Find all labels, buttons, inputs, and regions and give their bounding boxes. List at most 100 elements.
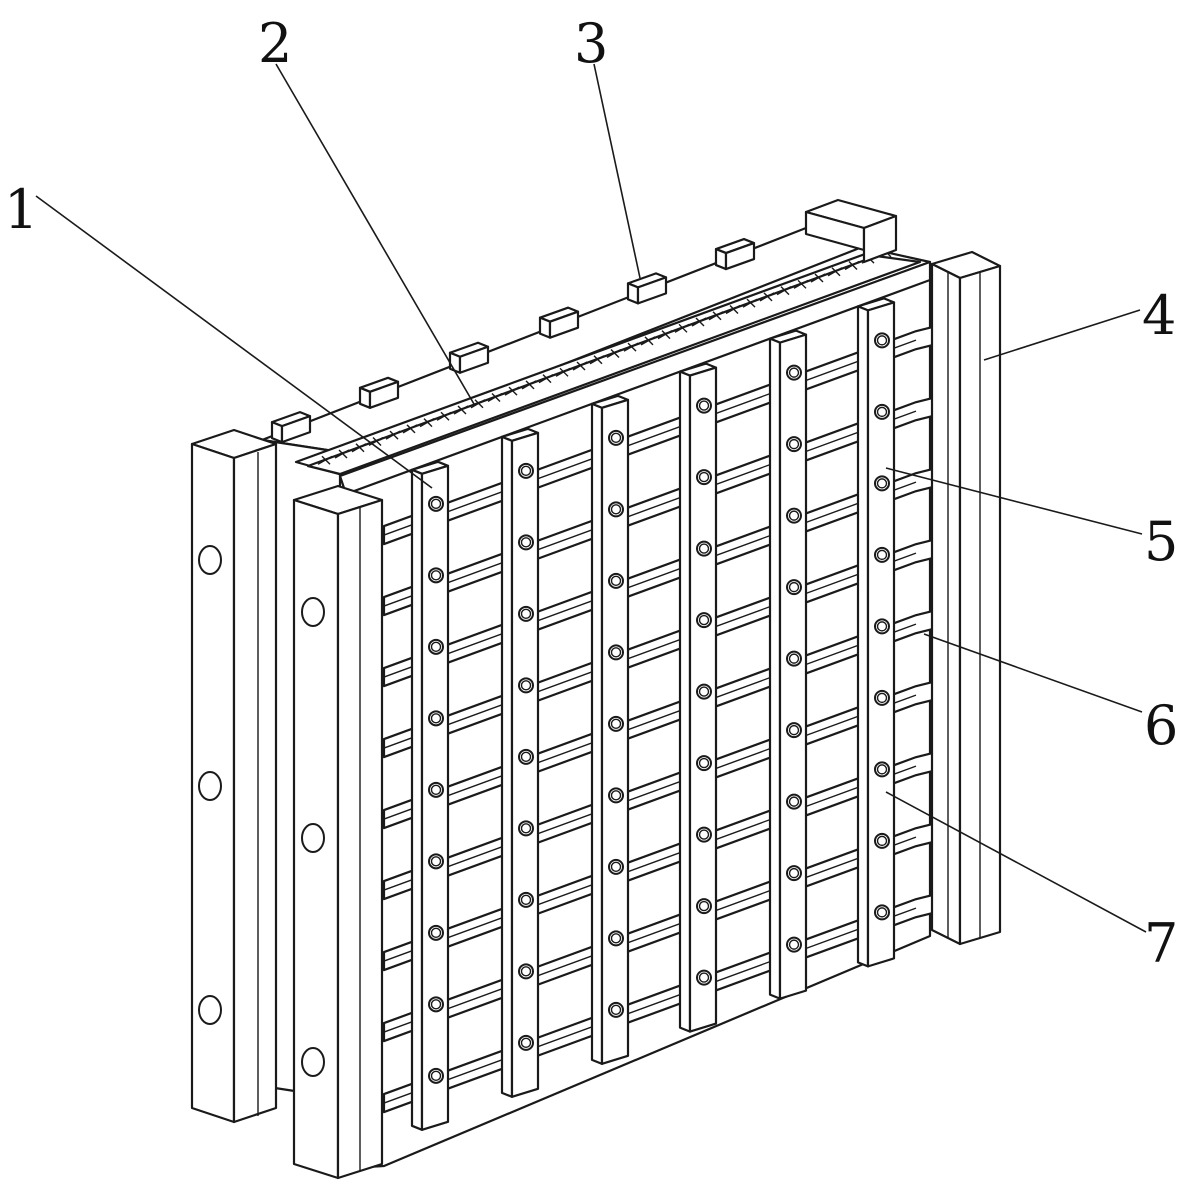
- hatch-stroke: [695, 317, 705, 327]
- hatch-stroke: [317, 455, 333, 465]
- leader-3: [593, 63, 641, 279]
- bolt-hole-inner: [876, 478, 888, 489]
- bolt-hole-inner: [788, 367, 800, 378]
- bolt-hole-inner: [698, 829, 710, 840]
- bolt-hole-inner: [520, 751, 532, 763]
- ref-label-4: 4: [1142, 284, 1176, 347]
- hatch-stroke: [810, 273, 826, 283]
- left-front-beam: [292, 484, 384, 1180]
- bolt-hole-inner: [610, 718, 622, 730]
- right-beam: [930, 250, 1002, 946]
- hatch-stroke: [334, 449, 350, 459]
- bolt-hole-inner: [788, 939, 800, 950]
- bolt-hole-inner: [876, 692, 888, 704]
- leader-lines: [35, 63, 1147, 933]
- hatch-stroke: [661, 330, 671, 340]
- bolt-hole-inner: [610, 504, 622, 515]
- hatch-stroke: [474, 399, 484, 409]
- leader-2: [275, 63, 475, 405]
- bolt-hole-inner: [876, 835, 888, 847]
- vertical-bar: [500, 427, 540, 1098]
- bolt-hole-inner: [520, 608, 532, 620]
- hatch-stroke: [746, 298, 756, 308]
- hatch-stroke: [525, 380, 535, 390]
- bolt-hole-inner: [610, 933, 622, 944]
- ref-label-7: 7: [1144, 912, 1178, 975]
- bolt-hole-inner: [610, 1004, 622, 1016]
- bolt-hole-inner: [430, 856, 442, 867]
- bolt-hole-inner: [430, 570, 442, 581]
- bolt-hole-inner: [610, 647, 622, 658]
- bolt-hole-inner: [520, 537, 532, 548]
- hatch-stroke: [419, 417, 435, 428]
- leader-6: [923, 633, 1143, 713]
- bolt-hole-inner: [876, 621, 888, 632]
- hatch-stroke: [389, 430, 399, 440]
- bolt-hole-inner: [788, 438, 800, 450]
- hatch-stroke: [321, 455, 331, 465]
- hatch-stroke: [763, 292, 773, 302]
- top-tabs: [270, 237, 756, 444]
- hatch-stroke: [691, 317, 707, 327]
- hatch-stroke: [372, 436, 382, 446]
- bolt-hole-inner: [876, 549, 888, 561]
- reference-labels: 1 2 3 4 5 6 7: [4, 12, 1178, 975]
- hatch-stroke: [708, 311, 724, 321]
- hatch-stroke: [827, 267, 843, 277]
- hatch-stroke: [725, 304, 741, 315]
- hatch-stroke: [504, 386, 520, 396]
- hatch-stroke: [487, 392, 503, 403]
- hatch-stroke: [453, 405, 469, 415]
- hatch-stroke: [470, 399, 486, 409]
- bolt-hole-inner: [698, 543, 710, 554]
- top-tab: [358, 376, 400, 409]
- bolt-hole-inner: [520, 1037, 532, 1049]
- bolt-hole-inner: [430, 784, 442, 796]
- bolt-hole-inner: [520, 465, 532, 477]
- vertical-bar: [410, 460, 450, 1131]
- bolt-hole-inner: [430, 999, 442, 1010]
- top-tab: [448, 341, 490, 374]
- hatch-stroke: [555, 367, 571, 377]
- hatch-stroke: [423, 418, 433, 428]
- hatch-stroke: [848, 260, 858, 270]
- hatch-stroke: [640, 336, 656, 346]
- hatch-stroke: [593, 355, 603, 365]
- bolt-hole-inner: [520, 894, 532, 906]
- hatch-stroke: [729, 304, 739, 314]
- bolt-hole-inner: [788, 510, 800, 521]
- hatch-stroke: [572, 361, 588, 371]
- front-beam-hole-2: [301, 823, 325, 853]
- bolt-hole-inner: [430, 713, 442, 724]
- hatch-stroke: [402, 424, 418, 434]
- hatch-stroke: [606, 348, 622, 359]
- bolt-hole-inner: [430, 498, 442, 510]
- hatch-stroke: [793, 279, 809, 289]
- bolt-hole-inner: [698, 900, 710, 912]
- bolt-hole-inner: [610, 790, 622, 801]
- hatch-stroke: [559, 367, 569, 377]
- bolt-hole-inner: [610, 432, 622, 444]
- hatch-stroke: [674, 323, 690, 333]
- bolt-hole-inner: [788, 724, 800, 736]
- hatch-stroke: [406, 424, 416, 434]
- hatch-stroke: [780, 286, 790, 296]
- leader-4: [983, 309, 1141, 361]
- hatch-stroke: [355, 443, 365, 453]
- hatch-stroke: [678, 323, 688, 333]
- hatch-stroke: [351, 443, 367, 453]
- top-tab: [270, 411, 312, 444]
- bolt-hole-inner: [876, 335, 888, 346]
- bolt-hole-inner: [788, 653, 800, 664]
- hatch-stroke: [742, 298, 758, 308]
- hatch-stroke: [610, 348, 620, 358]
- bolt-hole-inner: [698, 614, 710, 626]
- bolt-hole-inner: [788, 867, 800, 879]
- hatch-stroke: [385, 430, 401, 440]
- hatch-stroke: [589, 355, 605, 365]
- hatch-stroke: [814, 273, 824, 283]
- hatch-stroke: [831, 267, 841, 277]
- vertical-bar: [768, 329, 808, 1000]
- hatch-stroke: [657, 329, 673, 340]
- hatch-stroke: [844, 260, 860, 271]
